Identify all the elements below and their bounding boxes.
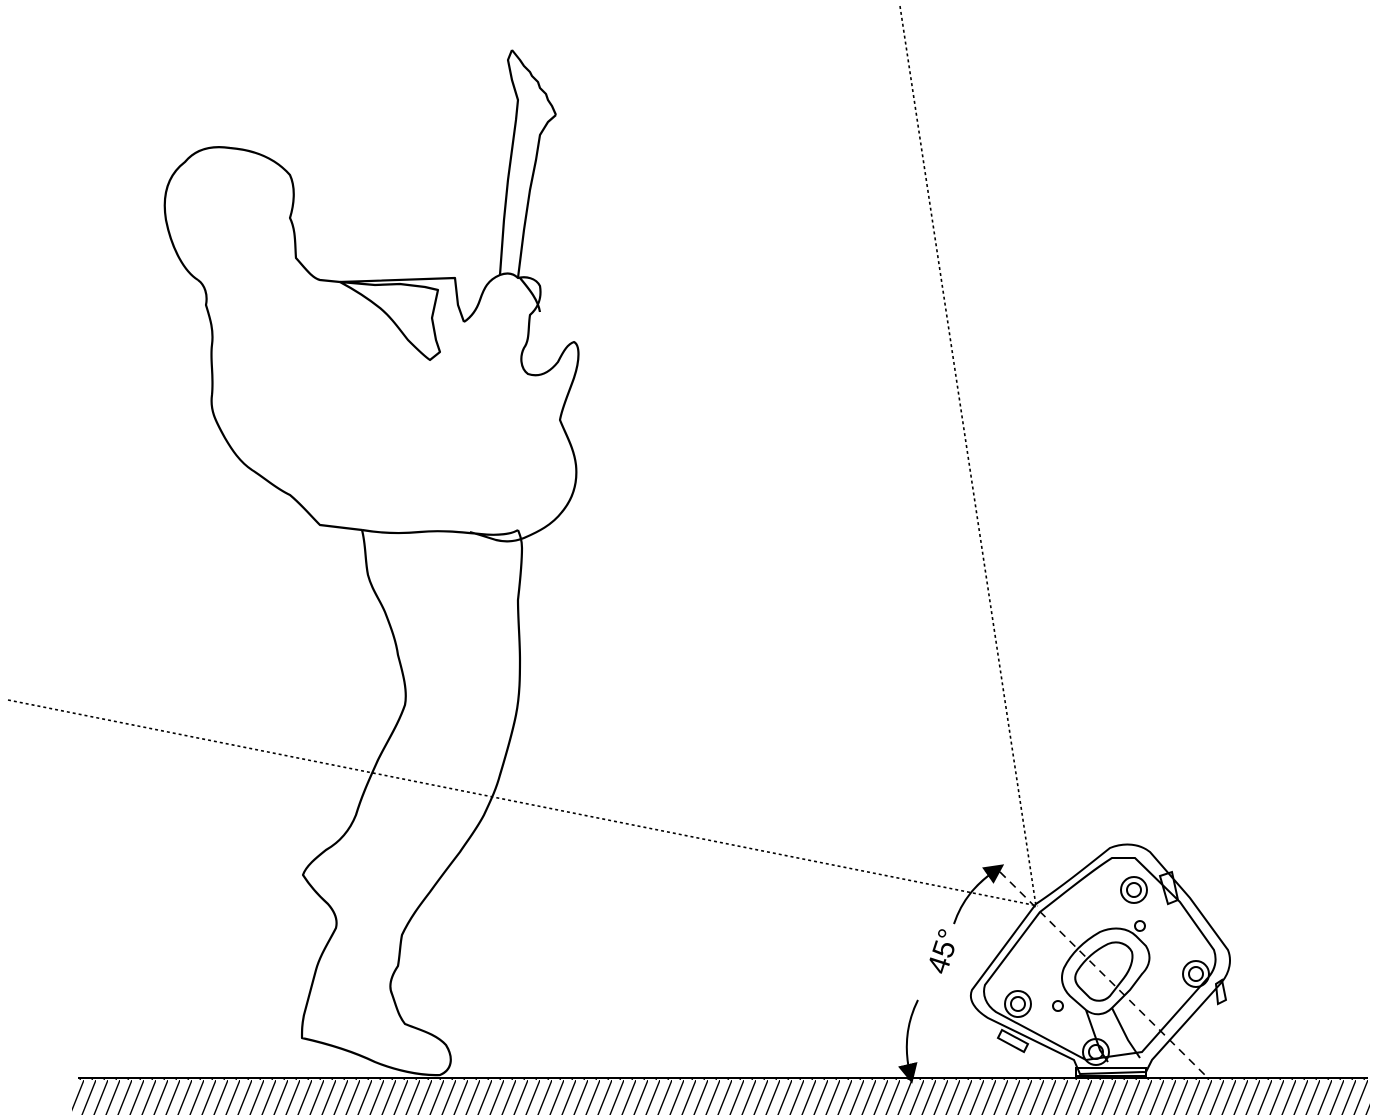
guitarist-silhouette bbox=[163, 49, 580, 1077]
speaker-latch-top bbox=[1158, 870, 1180, 906]
speaker-foot-3 bbox=[1004, 990, 1032, 1018]
speaker-latch-bottom bbox=[996, 1028, 1030, 1054]
listening-axis-line bbox=[7, 699, 1039, 907]
floor-hatch bbox=[72, 1079, 1370, 1115]
speaker-screw-2 bbox=[1052, 1000, 1064, 1012]
speaker-cabinet bbox=[969, 843, 1231, 1076]
speaker-base-rail bbox=[1075, 1067, 1147, 1077]
floor bbox=[72, 1077, 1370, 1115]
angle-arc-arrow-top bbox=[953, 864, 1005, 925]
speaker-handle-inner bbox=[1074, 941, 1134, 1002]
speaker-foot-1 bbox=[1120, 876, 1148, 904]
speaker-foot-4 bbox=[1082, 1038, 1110, 1066]
vertical-dispersion-line bbox=[899, 5, 1037, 907]
floor-monitor-speaker bbox=[969, 843, 1231, 1077]
tilt-reference-line bbox=[999, 871, 1207, 1077]
angle-label: 45° bbox=[921, 925, 966, 978]
speaker-stand-leg bbox=[1085, 1007, 1141, 1063]
angle-arc-arrow-bottom bbox=[898, 999, 919, 1084]
speaker-front-panel bbox=[983, 857, 1217, 1062]
speaker-screw-1 bbox=[1134, 920, 1146, 932]
speaker-latch-right bbox=[1214, 978, 1228, 1006]
speaker-foot-2 bbox=[1182, 960, 1210, 988]
speaker-handle bbox=[1061, 927, 1151, 1016]
